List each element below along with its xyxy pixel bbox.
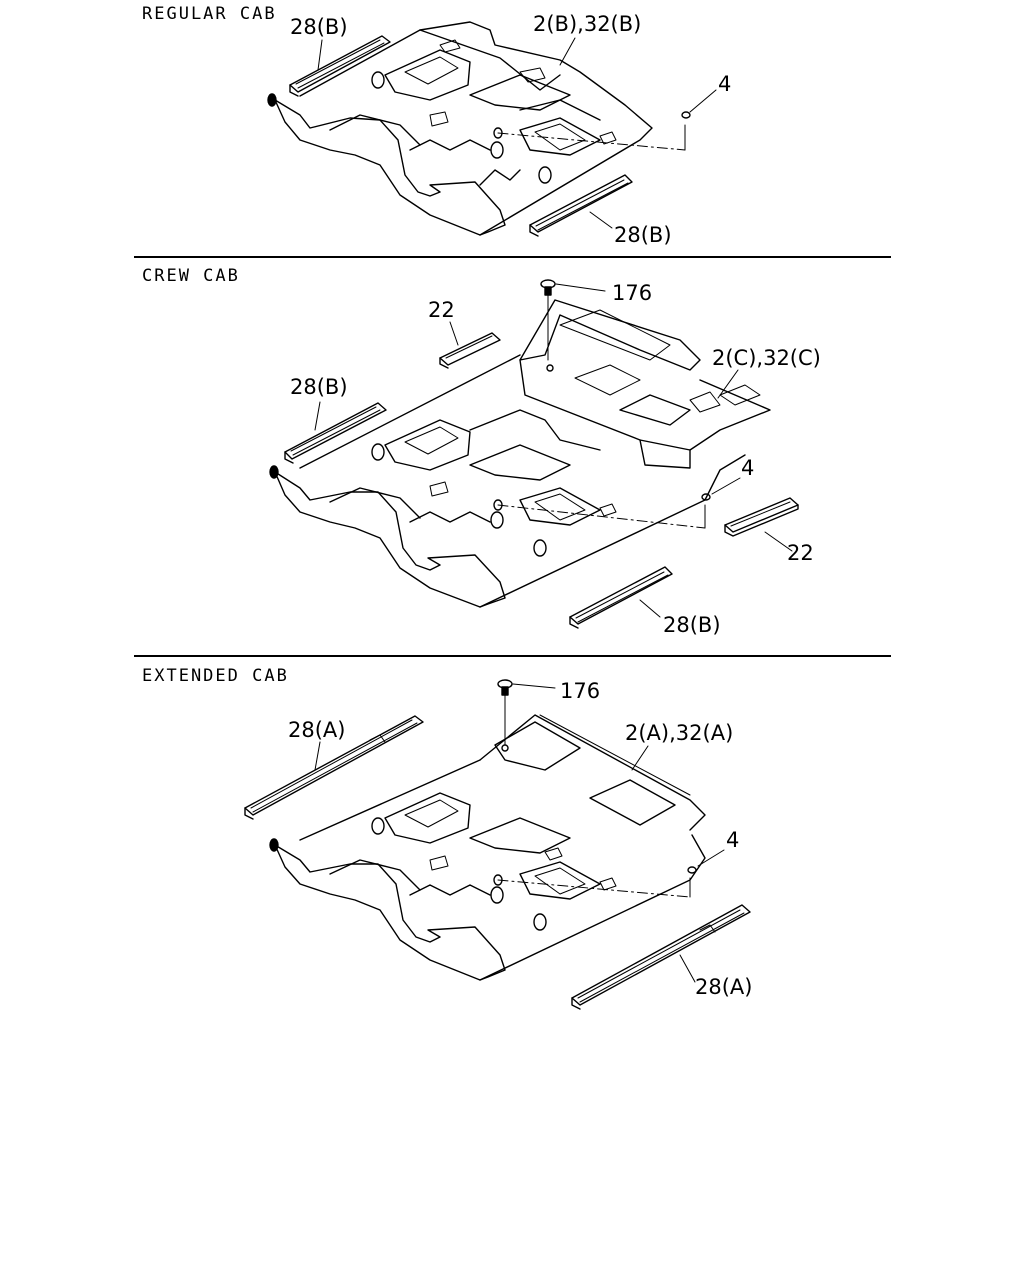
callout-crew-clip: 176: [612, 281, 653, 305]
callout-regular-sill-right: 28(B): [614, 223, 672, 247]
callout-regular-sill-left: 28(B): [290, 15, 348, 39]
plate-22-upper: [439, 332, 501, 369]
callout-crew-plate-upper: 22: [428, 298, 455, 322]
regular-cab-title: REGULAR CAB: [142, 4, 277, 24]
regular-cab-carpet: [267, 21, 717, 237]
callout-regular-carpet: 2(B),32(B): [533, 12, 642, 36]
callout-crew-sill-left: 28(B): [290, 375, 348, 399]
sill-plate-right: [571, 904, 751, 1010]
section-divider: [134, 256, 891, 258]
clip-176-extended: [497, 679, 556, 746]
sill-plate-left: [289, 35, 391, 97]
sill-plate-right: [529, 174, 633, 237]
sill-plate-left: [244, 715, 424, 820]
carpet-outline: [267, 21, 653, 236]
rear-seat-area: [479, 714, 706, 831]
callout-extended-sill-right: 28(A): [695, 975, 753, 999]
clip-176-crew: [540, 279, 606, 361]
callout-crew-carpet: 2(C),32(C): [712, 346, 821, 370]
carpet-outline: [269, 354, 746, 608]
section-divider: [134, 655, 891, 657]
callout-extended-sill-left: 28(A): [288, 718, 346, 742]
crew-cab-title: CREW CAB: [142, 266, 240, 286]
extended-cab-carpet: [244, 679, 751, 1010]
sill-plate-left: [284, 402, 387, 464]
callout-crew-fastener: 4: [741, 456, 755, 480]
sill-plate-right: [569, 566, 673, 629]
fastener-4-extended: [687, 866, 697, 874]
callout-crew-sill-right: 28(B): [663, 613, 721, 637]
callout-crew-plate-lower: 22: [787, 541, 814, 565]
callout-regular-fastener: 4: [718, 72, 732, 96]
fastener-4-regular: [681, 111, 691, 119]
crew-cab-carpet: [269, 279, 799, 629]
fastener-4-crew: [701, 493, 711, 501]
plate-22-lower: [724, 497, 799, 537]
rear-seat-area: [519, 299, 771, 469]
callout-extended-clip: 176: [560, 679, 601, 703]
carpet-outline: [269, 759, 706, 981]
extended-cab-title: EXTENDED CAB: [142, 666, 289, 686]
callout-extended-fastener: 4: [726, 828, 740, 852]
callout-extended-carpet: 2(A),32(A): [625, 721, 734, 745]
